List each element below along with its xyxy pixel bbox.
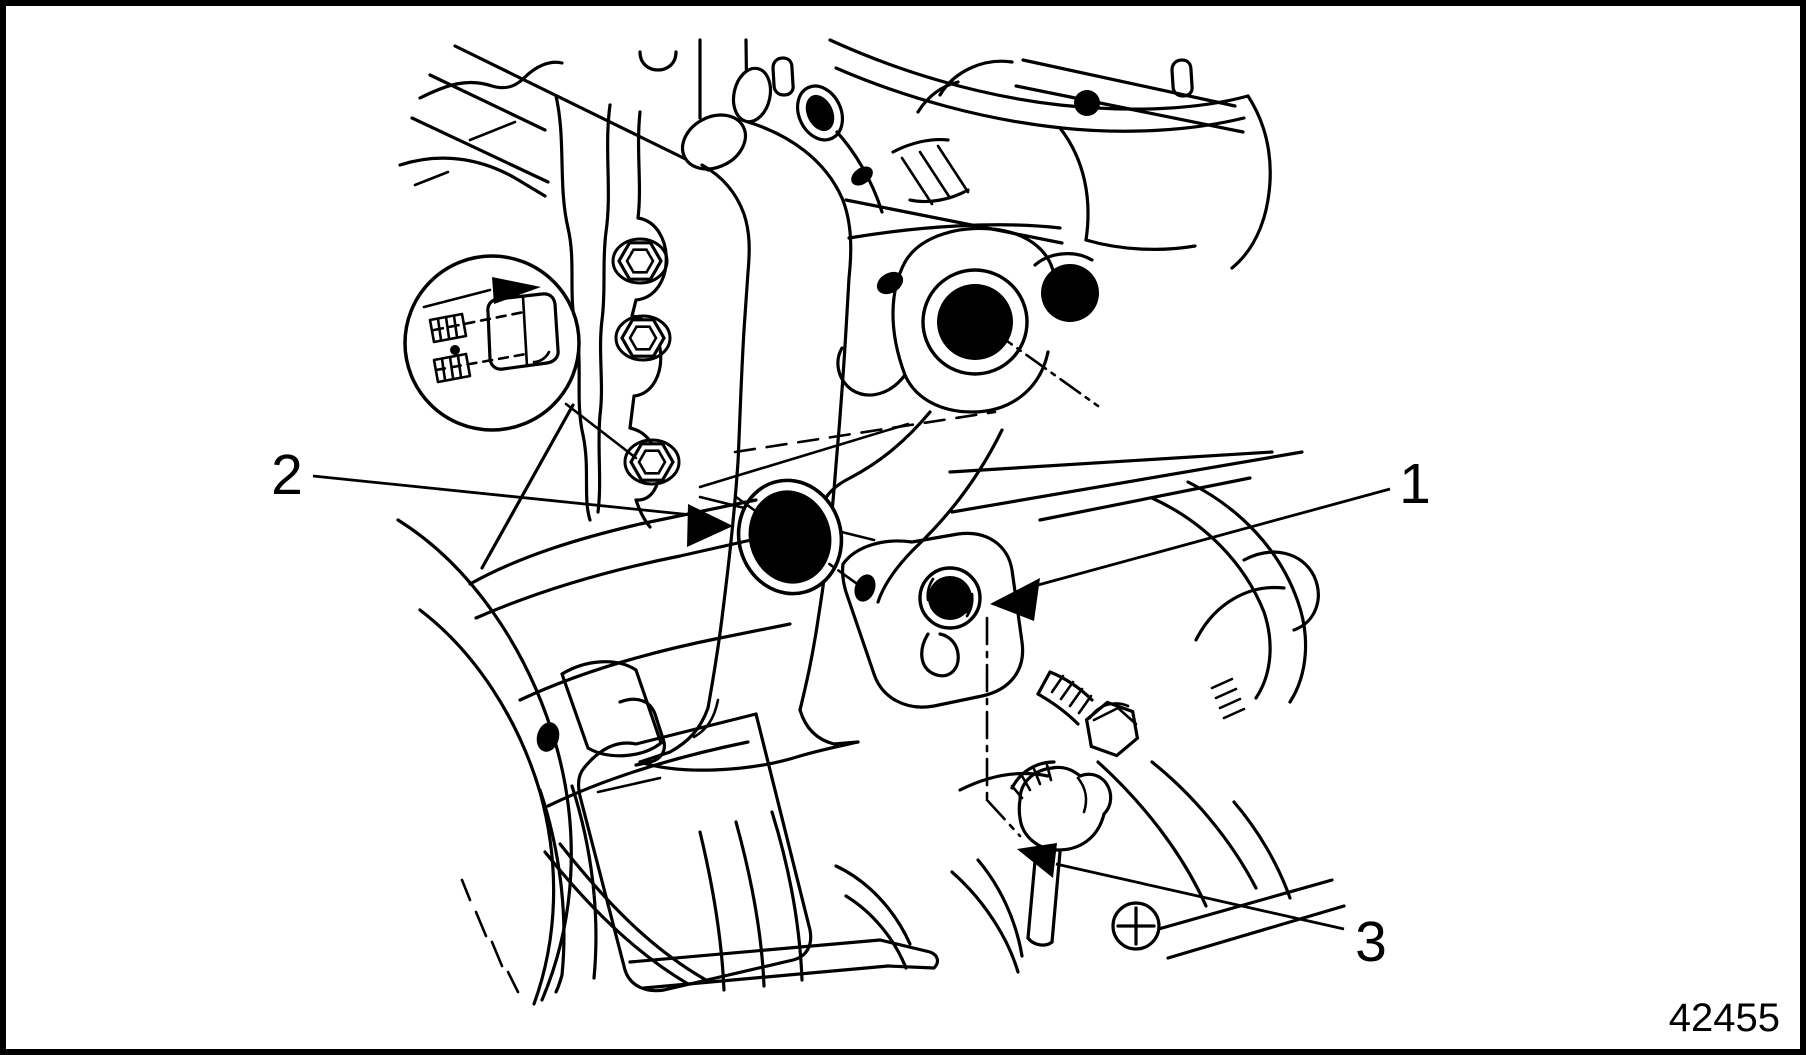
head-deck-edges	[844, 198, 1304, 522]
water-outlet-pipe	[638, 113, 860, 772]
right-side-components	[1096, 480, 1346, 960]
flange-bolt-3	[623, 438, 681, 486]
coolant-temp-sensor	[841, 531, 1025, 838]
callout-2: 2	[271, 443, 733, 547]
inset-direction-line	[422, 288, 492, 309]
callout-2-leader	[312, 474, 693, 517]
callout-3: 3	[1017, 843, 1387, 974]
flange-bolt-2	[614, 314, 672, 362]
flange-bolt-1	[611, 237, 669, 285]
engine-line-art	[396, 38, 1346, 1006]
inset-ball	[450, 345, 460, 355]
misc-edges	[480, 402, 638, 570]
detail-inset-circle	[403, 254, 581, 432]
callout-1-arrowhead-icon	[990, 578, 1040, 621]
sensor-bracket-bolt	[1036, 670, 1140, 758]
callout-2-arrowhead-icon	[687, 504, 733, 547]
water-drain-valve	[958, 760, 1113, 947]
mount-bracket-plate	[577, 697, 940, 993]
callout-3-arrowhead-icon	[1017, 843, 1057, 878]
cylinder-head-top-details	[638, 38, 1272, 322]
callout-3-leader	[1055, 862, 1345, 931]
callout-2-label: 2	[271, 443, 303, 507]
detail-inset	[403, 254, 581, 432]
o-ring	[734, 478, 862, 596]
upper-port-ring	[795, 84, 884, 214]
figure-number: 42455	[1669, 996, 1780, 1040]
inset-thread-hatch	[428, 312, 472, 384]
callouts: 1 2 3	[271, 443, 1431, 974]
phillips-screw	[1111, 901, 1161, 951]
cylinder-head-rails	[398, 44, 710, 198]
callout-1-label: 1	[1399, 452, 1431, 516]
alternator	[396, 498, 792, 1006]
callout-3-label: 3	[1355, 910, 1387, 974]
inset-fitting-body	[486, 292, 560, 371]
pulley-ribs	[698, 810, 1024, 992]
callout-1-leader	[1037, 487, 1391, 587]
callout-1: 1	[990, 452, 1431, 621]
